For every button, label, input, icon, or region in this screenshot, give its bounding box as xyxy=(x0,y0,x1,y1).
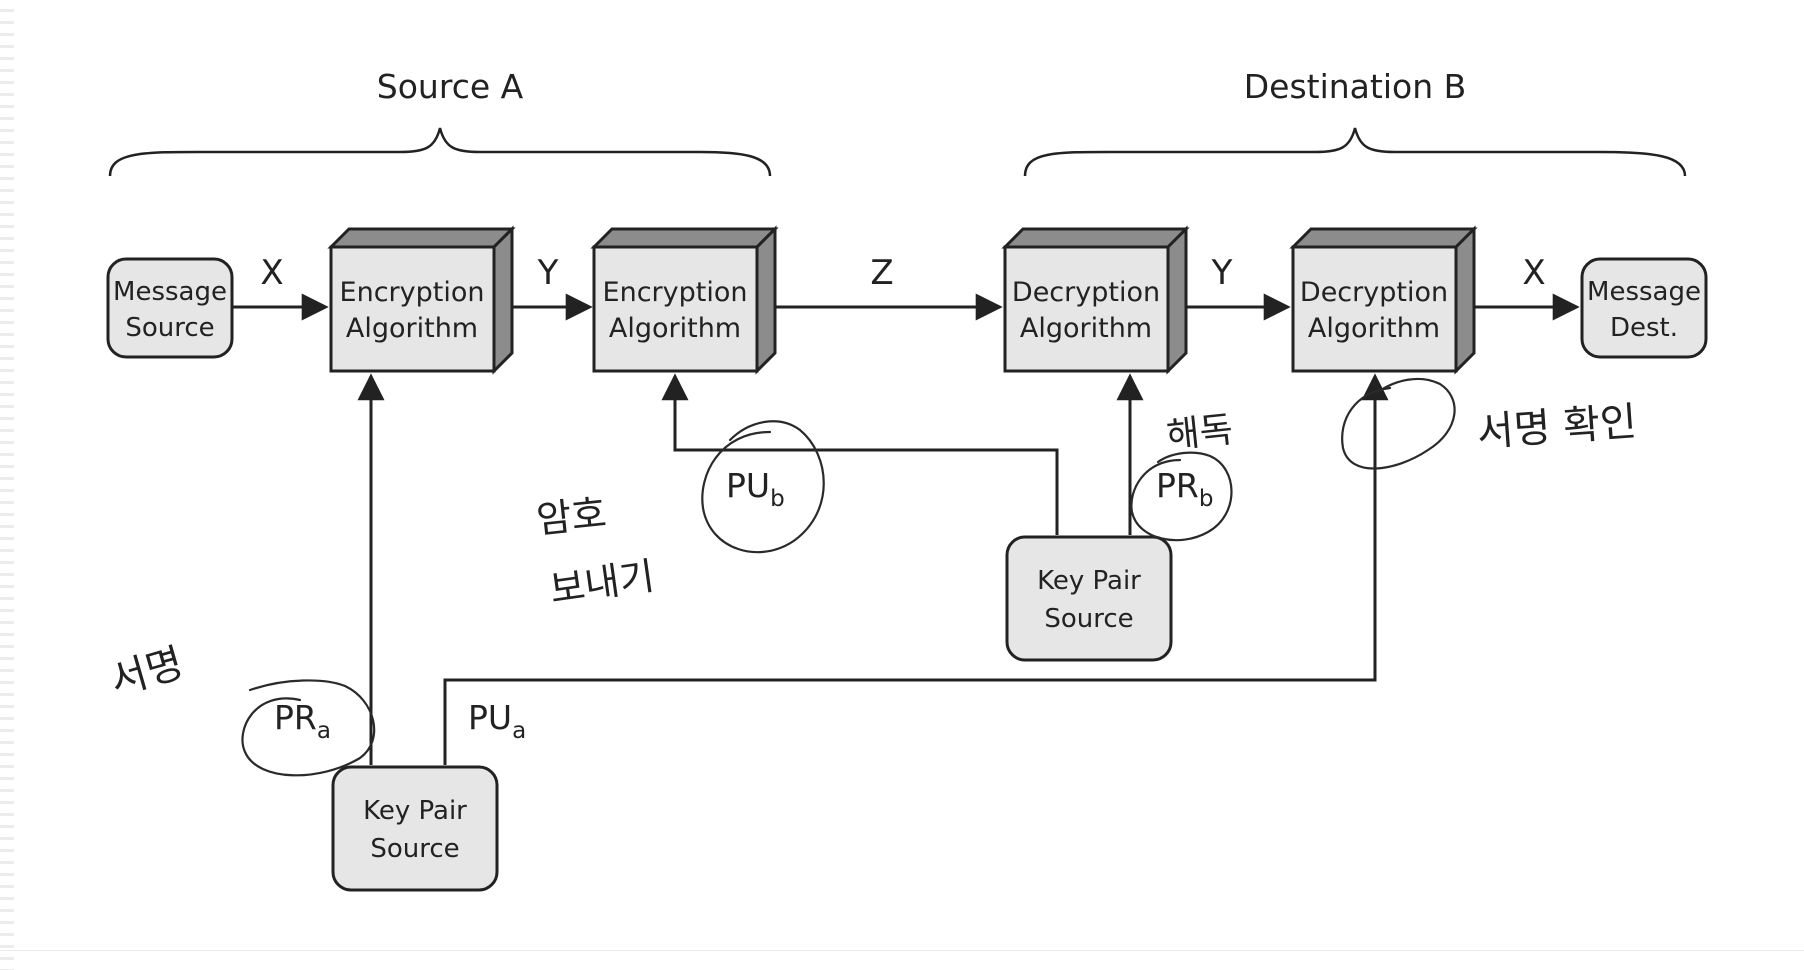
handdrawn-circle-verify xyxy=(1341,377,1456,470)
keypair-a-line2: Source xyxy=(370,834,459,864)
decryption-algorithm-2: Decryption Algorithm xyxy=(1289,225,1478,375)
key-pra-label: PRa xyxy=(274,698,331,744)
dec2-line2: Algorithm xyxy=(1308,313,1440,344)
key-pair-source-b: Key Pair Source xyxy=(1005,535,1173,662)
enc1-line1: Encryption xyxy=(340,277,485,308)
key-pra-base: PR xyxy=(274,698,317,737)
message-source-line2: Source xyxy=(125,313,214,343)
keypair-b-line1: Key Pair xyxy=(1037,566,1141,596)
edge-y2-label: Y xyxy=(1211,253,1233,293)
keypair-a-line1: Key Pair xyxy=(363,796,467,826)
pua-line xyxy=(443,373,1389,765)
enc1-line2: Algorithm xyxy=(346,313,478,344)
key-pub-base: PU xyxy=(726,466,770,505)
dec1-line1: Decryption xyxy=(1012,277,1160,308)
encryption-algorithm-2: Encryption Algorithm xyxy=(590,225,779,375)
keypair-b-line2: Source xyxy=(1044,604,1133,634)
message-dest-node: Message Dest. xyxy=(1580,257,1708,359)
destination-brace xyxy=(1023,127,1687,177)
message-source-line1: Message xyxy=(113,277,227,307)
handdrawn-circle-pra xyxy=(241,679,376,777)
key-pair-source-a: Key Pair Source xyxy=(331,765,499,892)
edge-z-label: Z xyxy=(870,253,893,293)
key-pua-label: PUa xyxy=(468,698,526,744)
pub-line xyxy=(661,373,1059,535)
edge-y1-label: Y xyxy=(537,253,559,293)
destination-b-title: Destination B xyxy=(1244,67,1467,106)
source-a-title: Source A xyxy=(377,67,524,106)
page-bottom-rule xyxy=(0,950,1804,951)
key-prb-label: PRb xyxy=(1156,466,1213,512)
handdrawn-circle-prb xyxy=(1130,451,1233,542)
annotation-send: 보내기 xyxy=(547,554,657,612)
key-pub-sub: b xyxy=(770,486,785,512)
key-prb-sub: b xyxy=(1199,486,1214,512)
key-pub-label: PUb xyxy=(726,466,785,512)
dec1-line2: Algorithm xyxy=(1020,313,1152,344)
message-dest-line1: Message xyxy=(1587,277,1701,307)
dec2-line1: Decryption xyxy=(1300,277,1448,308)
key-pra-sub: a xyxy=(317,718,331,744)
encryption-algorithm-1: Encryption Algorithm xyxy=(327,225,516,375)
annotation-sign: 서명 xyxy=(105,640,188,705)
annotation-encrypt: 암호 xyxy=(534,491,608,542)
message-dest-line2: Dest. xyxy=(1610,313,1678,343)
key-pua-base: PU xyxy=(468,698,512,737)
handdrawn-circle-pub xyxy=(701,420,825,554)
edge-x1-label: X xyxy=(260,253,283,293)
page-gutter xyxy=(0,0,14,970)
decryption-algorithm-1: Decryption Algorithm xyxy=(1001,225,1190,375)
enc2-line2: Algorithm xyxy=(609,313,741,344)
key-pua-sub: a xyxy=(512,718,526,744)
annotation-decrypt: 해독 xyxy=(1165,409,1235,457)
source-brace xyxy=(108,127,772,177)
enc2-line1: Encryption xyxy=(603,277,748,308)
annotation-verify: 서명 확인 xyxy=(1475,399,1638,456)
message-source-node: Message Source xyxy=(106,257,234,359)
edge-x2-label: X xyxy=(1522,253,1545,293)
key-prb-base: PR xyxy=(1156,466,1199,505)
